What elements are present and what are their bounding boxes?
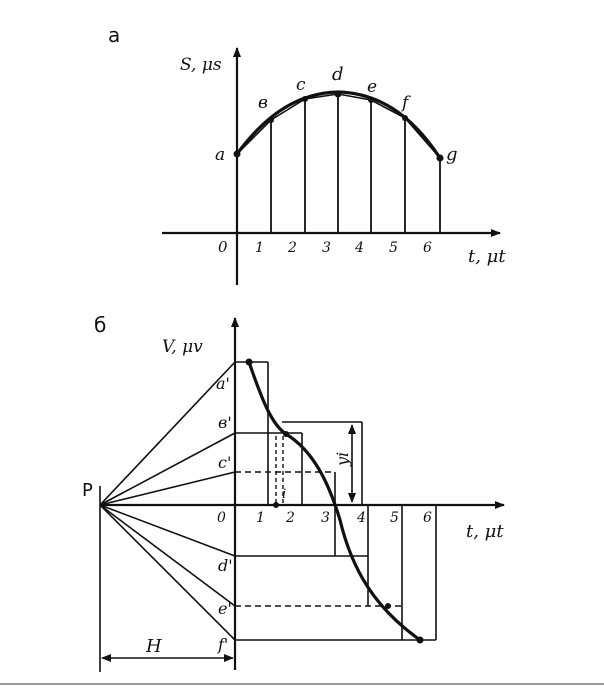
- ray-d: [99, 504, 236, 557]
- panel-b-curve-points: [245, 358, 424, 644]
- h-label: H: [145, 636, 162, 657]
- tick-2: 2: [287, 240, 297, 256]
- panel-a-origin-label: 0: [218, 238, 228, 256]
- tick-3: 3: [322, 240, 331, 256]
- point-e-label: e: [367, 77, 377, 97]
- pole-label: P: [82, 480, 93, 501]
- label-b-prime: в': [218, 413, 232, 432]
- tick-5: 5: [389, 240, 398, 256]
- ray-e: [99, 504, 236, 607]
- panel-a-points: [233, 90, 444, 162]
- tick-4: 4: [354, 240, 364, 256]
- curve-point-i: [273, 502, 279, 508]
- point-a-label: a: [215, 145, 225, 165]
- panel-a-x-axis-label: t, μt: [468, 246, 506, 267]
- yi-measurement: yi i: [275, 421, 363, 505]
- point-a: [233, 150, 241, 158]
- ray-b: [99, 432, 236, 506]
- ray-c: [99, 471, 236, 506]
- panel-b-x-axis-label: t, μt: [466, 521, 504, 542]
- panel-b-origin-label: 0: [217, 510, 226, 526]
- label-a-prime: a': [216, 374, 230, 393]
- panel-a: а S, μs t, μt 0 a в: [108, 23, 506, 285]
- point-c: [302, 96, 308, 102]
- point-g-label: g: [446, 144, 458, 165]
- label-f-prime: f': [217, 635, 228, 654]
- tick-6: 6: [423, 240, 432, 256]
- point-b: [268, 117, 274, 123]
- pole-rays: [99, 361, 236, 641]
- curve-point-end: [416, 636, 424, 644]
- point-c-label: c: [296, 75, 306, 95]
- point-f-label: f: [400, 93, 411, 113]
- panel-b-letter: б: [94, 313, 106, 337]
- ray-f: [99, 504, 236, 641]
- point-d: [334, 90, 342, 98]
- curve-point-start: [245, 358, 253, 366]
- panel-b-point-labels: a' в' c' d' e' f': [216, 374, 233, 654]
- tick-5: 5: [390, 510, 399, 526]
- panel-a-y-axis-label: S, μs: [180, 55, 222, 75]
- tick-2: 2: [285, 510, 295, 526]
- panel-b: б V, μv t, μt 0 P: [82, 313, 505, 672]
- tick-4: 4: [356, 510, 366, 526]
- point-g: [436, 154, 444, 162]
- point-f: [402, 115, 408, 121]
- curve-point-b: [283, 431, 289, 437]
- point-b-label: в: [258, 93, 268, 113]
- label-d-prime: d': [218, 556, 233, 575]
- ray-a: [99, 361, 236, 506]
- panel-a-letter: а: [108, 23, 120, 47]
- tick-6: 6: [423, 510, 432, 526]
- panel-b-velocity-curve: [247, 361, 421, 642]
- i-label: i: [282, 487, 286, 502]
- panel-a-ordinates: [270, 94, 441, 233]
- panel-b-y-axis-label: V, μv: [162, 337, 203, 357]
- curve-point-e: [385, 603, 391, 609]
- point-e: [368, 97, 374, 103]
- tick-3: 3: [321, 510, 330, 526]
- h-dimension: H: [101, 636, 234, 662]
- label-e-prime: e': [218, 599, 232, 618]
- panel-b-step-outline: [235, 361, 437, 641]
- label-c-prime: c': [218, 453, 231, 472]
- point-d-label: d: [332, 64, 344, 85]
- tick-1: 1: [256, 510, 265, 526]
- panel-b-tick-labels: 1 2 3 4 5 6: [256, 510, 432, 526]
- panel-a-tick-labels: 1 2 3 4 5 6: [255, 240, 432, 256]
- yi-label: yi: [333, 452, 352, 467]
- tick-1: 1: [255, 240, 264, 256]
